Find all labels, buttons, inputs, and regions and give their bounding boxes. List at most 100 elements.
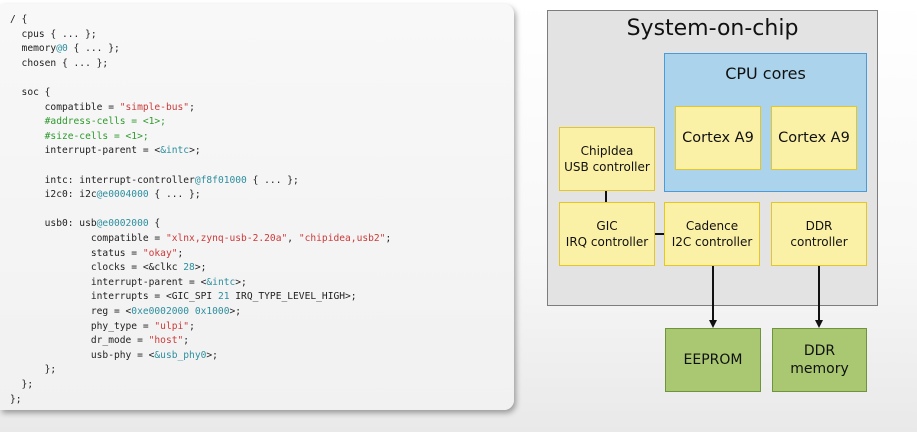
- code-token: "chipidea,usb2": [298, 233, 386, 244]
- code-line: interrupt-parent = <&intc>;: [10, 145, 201, 157]
- ddr-controller-line1: DDR: [805, 219, 833, 233]
- code-line: chosen { ... };: [10, 57, 109, 70]
- i2c-controller-block: Cadence I2C controller: [664, 202, 760, 266]
- code-line: soc {: [10, 87, 51, 99]
- code-token: / {: [10, 14, 28, 25]
- code-token: { ... };: [246, 174, 299, 186]
- i2c-controller-line1: Cadence: [685, 219, 739, 233]
- code-token: >;: [194, 262, 207, 274]
- cortex-a9-core-2: Cortex A9: [771, 106, 857, 170]
- code-token: { ... };: [67, 43, 120, 55]
- eeprom-block: EEPROM: [665, 328, 761, 392]
- code-line: cpus { ... };: [10, 29, 97, 41]
- code-line: compatible = "xlnx,zynq-usb-2.20a", "chi…: [10, 233, 391, 245]
- code-line: i2c0: i2c@e0004000 { ... };: [10, 189, 201, 201]
- code-token: reg = <: [10, 306, 132, 317]
- code-token: interrupt-parent = <: [10, 276, 207, 288]
- usb-controller-block: ChipIdea USB controller: [559, 127, 655, 191]
- code-line: reg = <0xe0002000 0x1000>;: [10, 306, 241, 318]
- code-token: status =: [10, 247, 143, 259]
- code-token: "simple-bus": [119, 101, 190, 113]
- code-token: @0: [56, 43, 68, 55]
- code-token: 21: [217, 291, 230, 303]
- code-line: intc: interrupt-controller@f8f01000 { ..…: [10, 175, 299, 187]
- ddr-controller-block: DDR controller: [771, 202, 867, 266]
- code-token: };: [10, 393, 22, 405]
- code-token: usb-phy = <: [10, 349, 155, 361]
- eeprom-label: EEPROM: [683, 352, 743, 368]
- code-token: usb0: usb: [10, 218, 97, 230]
- ddr-memory-line1: DDR: [803, 343, 836, 359]
- cortex-a9-core-2-label: Cortex A9: [778, 130, 850, 146]
- code-token: ;: [189, 101, 195, 113]
- cortex-a9-core-1-label: Cortex A9: [682, 130, 754, 146]
- code-token: &usb_phy0: [154, 349, 207, 361]
- code-token: cpus { ... };: [10, 28, 97, 40]
- code-token: >;: [235, 276, 247, 288]
- code-token: >;: [206, 349, 218, 361]
- usb-controller-line2: USB controller: [564, 160, 650, 174]
- code-line: status = "okay";: [10, 248, 183, 260]
- code-token: &intc: [206, 276, 236, 288]
- code-token: @e0004000: [96, 189, 149, 201]
- code-token: >;: [229, 306, 242, 317]
- code-token: "okay": [142, 247, 178, 259]
- gic-controller-block: GIC IRQ controller: [559, 202, 655, 266]
- usb-controller-line1: ChipIdea: [580, 144, 634, 158]
- code-token: dr_mode =: [10, 335, 149, 347]
- code-token: >;: [189, 145, 201, 157]
- code-line: usb0: usb@e0002000 {: [10, 218, 161, 230]
- code-line: interrupts = <GIC_SPI 21 IRQ_TYPE_LEVEL_…: [10, 291, 357, 303]
- code-line: dr_mode = "host";: [10, 335, 189, 347]
- code-token: #size-cells = <1>;: [10, 130, 149, 142]
- code-token: };: [10, 364, 57, 376]
- code-token: ;: [183, 335, 190, 347]
- code-line: };: [10, 379, 34, 391]
- code-token: "xlnx,zynq-usb-2.20a": [165, 233, 288, 244]
- code-line: clocks = <&clkc 28>;: [10, 262, 207, 274]
- code-line: phy_type = "ulpi";: [10, 321, 195, 333]
- gic-controller-line2: IRQ controller: [565, 235, 649, 249]
- soc-title: System-on-chip: [626, 16, 799, 41]
- code-line: #size-cells = <1>;: [10, 131, 149, 143]
- code-token: soc {: [10, 87, 51, 98]
- code-line: compatible = "simple-bus";: [10, 102, 195, 114]
- code-token: ;: [385, 233, 392, 244]
- code-line: #address-cells = <1>;: [10, 116, 166, 128]
- code-token: };: [10, 379, 34, 390]
- ddr-memory-block: DDR memory: [772, 328, 867, 392]
- code-token: IRQ_TYPE_LEVEL_HIGH>;: [229, 291, 357, 303]
- code-token: #address-cells = <1>;: [10, 116, 166, 128]
- code-token: memory: [10, 43, 57, 55]
- code-line: };: [10, 364, 57, 376]
- code-token: compatible =: [10, 233, 166, 244]
- code-token: { ... };: [148, 189, 201, 201]
- code-token: ;: [177, 247, 184, 259]
- code-token: "ulpi": [154, 320, 190, 332]
- code-token: chosen { ... };: [10, 57, 109, 69]
- code-line: usb-phy = <&usb_phy0>;: [10, 350, 218, 362]
- code-token: @e0002000: [96, 218, 149, 230]
- ddr-controller-line2: controller: [790, 235, 848, 249]
- code-line: memory@0 { ... };: [10, 43, 120, 55]
- code-token: 28: [183, 262, 195, 274]
- code-token: &intc: [160, 145, 190, 157]
- code-line: interrupt-parent = <&intc>;: [10, 277, 247, 289]
- i2c-controller-line2: I2C controller: [671, 235, 753, 249]
- code-token: ,: [287, 233, 299, 244]
- code-token: ;: [189, 320, 195, 332]
- code-token: i2c0: i2c: [10, 189, 97, 201]
- code-line: / {: [10, 14, 27, 26]
- cortex-a9-core-1: Cortex A9: [675, 106, 761, 170]
- code-token: 0xe0002000 0x1000: [131, 306, 230, 317]
- code-token: {: [148, 218, 161, 230]
- code-token: @f8f01000: [194, 174, 247, 186]
- code-line: };: [10, 394, 22, 406]
- code-token: interrupt-parent = <: [10, 145, 161, 157]
- ddr-memory-line2: memory: [790, 361, 849, 377]
- code-token: clocks = <&clkc: [10, 262, 184, 274]
- code-token: "host": [148, 335, 184, 347]
- code-token: intc: interrupt-controller: [10, 174, 195, 186]
- code-token: interrupts = <GIC_SPI: [10, 291, 218, 303]
